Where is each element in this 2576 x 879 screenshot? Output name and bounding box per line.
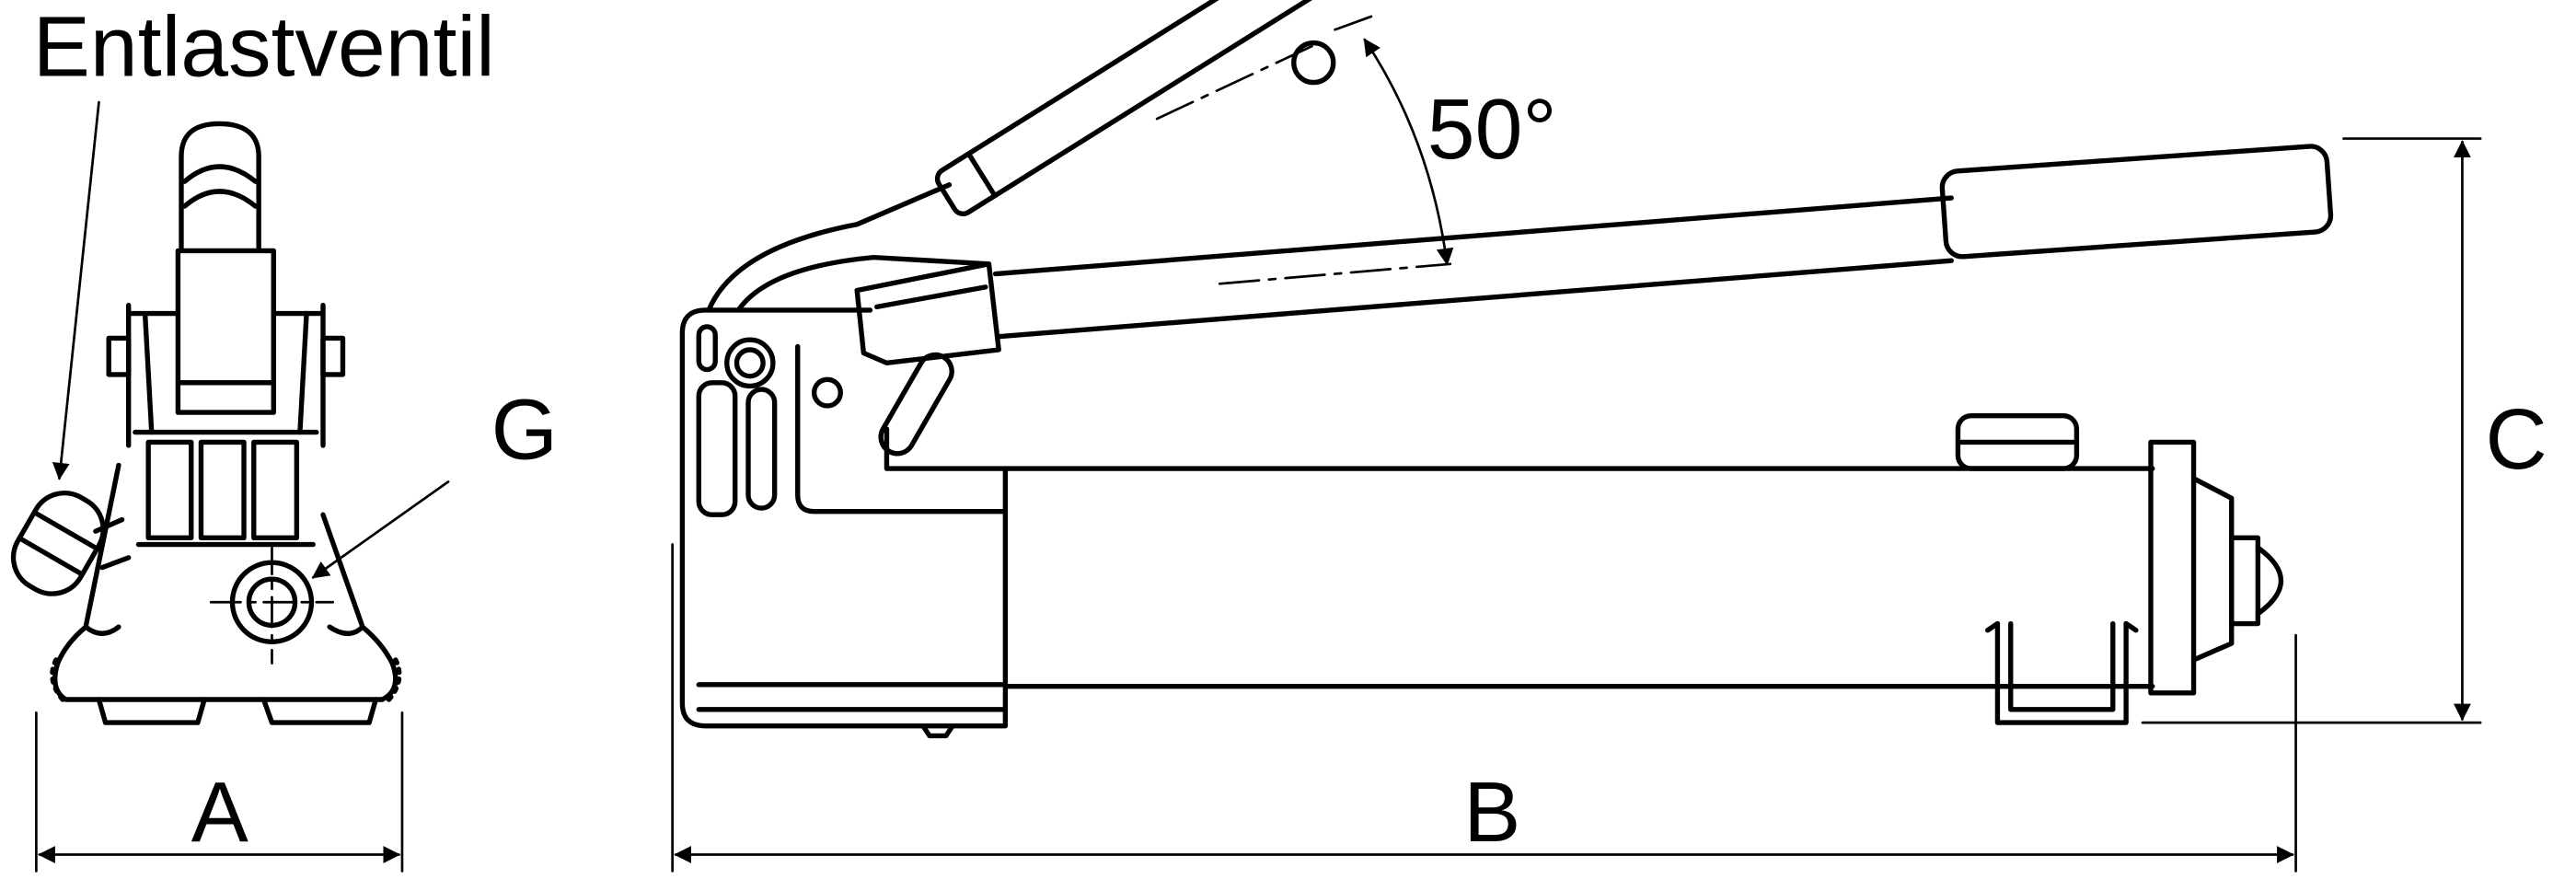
dim-a-label: A xyxy=(191,764,248,860)
pivot-pin xyxy=(724,337,776,389)
dim-b-label: B xyxy=(1463,764,1520,860)
curved-arm xyxy=(706,182,992,313)
relief-valve xyxy=(10,490,106,596)
relief-valve-label: Entlastventil xyxy=(33,0,495,94)
upper-handle xyxy=(934,0,1325,216)
filler-cap xyxy=(1955,413,2080,471)
front-column xyxy=(175,248,276,386)
end-flange xyxy=(2148,439,2197,696)
reservoir-tube xyxy=(1002,466,2155,689)
front-view xyxy=(10,121,402,725)
handle-grip xyxy=(1939,144,2334,260)
port-label: G xyxy=(491,381,558,477)
dimensions xyxy=(35,15,2482,873)
relief-valve-leader xyxy=(52,100,100,480)
front-base xyxy=(52,462,399,702)
angle-label: 50° xyxy=(1427,81,1557,177)
front-head xyxy=(179,121,261,250)
angle-arc xyxy=(1363,38,1454,266)
side-view xyxy=(679,0,2334,739)
mounting-bracket xyxy=(1994,620,2129,725)
pump-head xyxy=(679,307,1009,729)
dim-c-label: C xyxy=(2486,391,2547,487)
main-handle xyxy=(992,195,1954,340)
port-leader xyxy=(311,480,450,579)
